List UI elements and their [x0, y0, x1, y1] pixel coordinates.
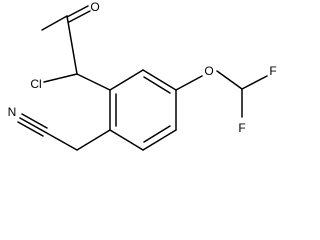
bond-carbonyl-alpha [66, 15, 78, 75]
bond-carbonyl-double-b [68, 10, 91, 23]
ring-bond-2 [142, 69, 177, 91]
bond-ch2-nitrile-carbon [44, 131, 78, 151]
bond-carbonyl-double-a [66, 5, 89, 18]
bond-nitrile-triple-c [17, 121, 44, 137]
bond-carbon-fluorine-top [241, 75, 268, 90]
ring-double-bond-inner-b [143, 125, 171, 143]
bond-ring-ch2 [76, 129, 111, 151]
chemical-structure: O Cl O F F N [8, 0, 277, 151]
ring-bond-4 [142, 129, 177, 151]
bond-nitrile-triple-a [19, 117, 46, 133]
atom-nitrogen: N [8, 105, 17, 119]
ring-bond-1 [109, 69, 144, 91]
bond-alpha-chlorine [43, 73, 78, 83]
bond-oxygen-chf2 [216, 70, 243, 90]
atom-oxygen-ketone: O [90, 0, 99, 14]
bond-alpha-ring [76, 73, 111, 91]
atom-oxygen-ether: O [204, 64, 213, 78]
bond-methyl-carbonyl [41, 15, 68, 31]
atom-fluorine-bottom: F [238, 121, 245, 135]
atom-fluorine-top: F [269, 64, 276, 78]
bond-ring-oxygen [175, 75, 203, 91]
ring-bond-5 [109, 129, 144, 151]
bond-nitrile-triple-b [21, 113, 48, 129]
ring-double-bond-inner-a [143, 76, 171, 94]
atom-chlorine: Cl [30, 77, 41, 91]
